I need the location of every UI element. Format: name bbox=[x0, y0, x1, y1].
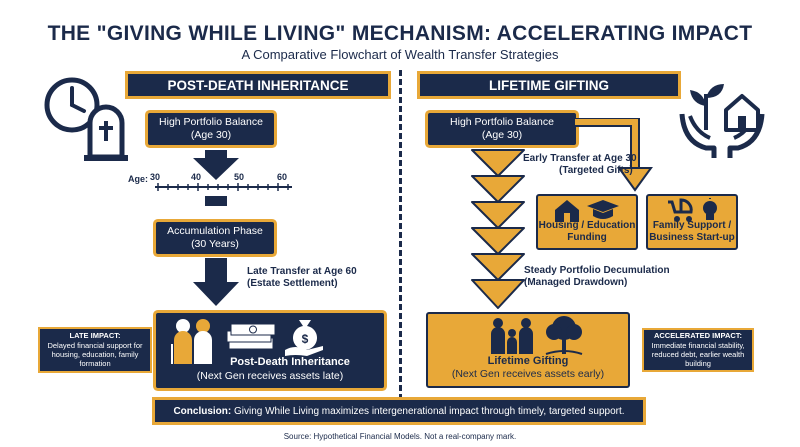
clock-icon bbox=[44, 77, 100, 133]
left-start-line2: (Age 30) bbox=[190, 129, 232, 141]
conclusion-text: Giving While Living maximizes intergener… bbox=[231, 405, 625, 417]
decum-line1: Steady Portfolio Decumulation bbox=[524, 265, 670, 276]
left-start-box: High Portfolio Balance (Age 30) bbox=[148, 113, 274, 145]
tombstone-icon bbox=[84, 104, 128, 161]
center-divider bbox=[399, 70, 402, 400]
stroller-icon bbox=[668, 198, 693, 222]
left-outcome-title: Post-Death Inheritance bbox=[230, 356, 350, 369]
early-transfer-line1: Early Transfer at Age 30 bbox=[523, 153, 637, 164]
left-arrow-2 bbox=[193, 258, 239, 306]
svg-text:$: $ bbox=[302, 332, 309, 346]
family-business-box: Family Support / Business Start-up bbox=[646, 194, 738, 250]
housing-education-box: Housing / Education Funding bbox=[536, 194, 638, 250]
late-impact-text: Delayed financial support for housing, e… bbox=[47, 340, 143, 369]
left-header: POST-DEATH INHERITANCE bbox=[128, 74, 388, 96]
source-note: Source: Hypothetical Financial Models. N… bbox=[283, 432, 517, 441]
tick-label-30: 30 bbox=[150, 172, 161, 182]
graduation-cap-icon bbox=[587, 200, 619, 219]
page-title: THE "GIVING WHILE LIVING" MECHANISM: ACC… bbox=[47, 22, 753, 45]
decumulation-label: Steady Portfolio Decumulation (Managed D… bbox=[524, 265, 670, 289]
age-label: Age: bbox=[128, 174, 148, 184]
conclusion-banner: Conclusion: Giving While Living maximize… bbox=[155, 400, 643, 422]
right-start-box: High Portfolio Balance (Age 30) bbox=[428, 113, 576, 145]
right-header: LIFETIME GIFTING bbox=[420, 74, 678, 96]
lightbulb-icon bbox=[703, 198, 717, 220]
early-transfer-line2: (Targeted Gifts) bbox=[559, 165, 633, 176]
late-impact-box: LATE IMPACT: Delayed financial support f… bbox=[38, 327, 152, 373]
accelerated-impact-box: ACCELERATED IMPACT: Immediate financial … bbox=[642, 328, 754, 372]
conclusion-label: Conclusion: bbox=[173, 405, 232, 417]
elderly-couple-icon bbox=[171, 319, 212, 364]
hands-house-plant-icon bbox=[679, 84, 765, 158]
house-icon bbox=[555, 200, 579, 222]
house-cap-icon-group bbox=[555, 200, 619, 222]
growth-tree-icon bbox=[545, 316, 583, 355]
accum-line2: (30 Years) bbox=[191, 238, 239, 250]
late-impact-title: LATE IMPACT: bbox=[69, 331, 121, 341]
left-arrow-1 bbox=[193, 150, 239, 180]
decumulation-arrows bbox=[471, 149, 525, 309]
gift1-line2: Funding bbox=[567, 232, 607, 243]
left-start-line1: High Portfolio Balance bbox=[159, 115, 263, 128]
right-start-line1: High Portfolio Balance bbox=[450, 115, 554, 128]
accum-line1: Accumulation Phase bbox=[167, 224, 263, 237]
late-transfer-line1: Late Transfer at Age 60 bbox=[247, 266, 357, 277]
late-transfer-label: Late Transfer at Age 60 (Estate Settleme… bbox=[247, 266, 357, 290]
page-subtitle: A Comparative Flowchart of Wealth Transf… bbox=[241, 47, 559, 62]
money-stack-icon bbox=[226, 323, 276, 350]
right-outcome-sub: (Next Gen receives assets early) bbox=[451, 368, 605, 381]
age-timeline bbox=[155, 183, 292, 191]
left-connector bbox=[205, 196, 227, 206]
late-transfer-line2: (Estate Settlement) bbox=[247, 278, 338, 289]
right-start-line2: (Age 30) bbox=[481, 129, 523, 141]
stroller-bulb-icon-group bbox=[668, 198, 717, 222]
tick-label-40: 40 bbox=[191, 172, 202, 182]
decum-line2: (Managed Drawdown) bbox=[524, 277, 628, 288]
tick-label-50: 50 bbox=[234, 172, 245, 182]
accelerated-impact-text: Immediate financial stability, reduced d… bbox=[651, 340, 745, 369]
gift2-line1: Family Support / bbox=[652, 220, 732, 231]
left-outcome-sub: (Next Gen receives assets late) bbox=[196, 369, 344, 382]
early-transfer-arrow bbox=[575, 118, 653, 192]
gift2-line2: Business Start-up bbox=[649, 232, 735, 243]
early-transfer-label: Early Transfer at Age 30 (Targeted Gifts… bbox=[523, 153, 637, 177]
clock-tombstone-icon-group bbox=[44, 77, 128, 161]
gift1-line1: Housing / Education bbox=[538, 220, 636, 231]
family-icon bbox=[491, 318, 533, 354]
accumulation-box: Accumulation Phase (30 Years) bbox=[156, 222, 274, 254]
money-bag-hand-icon: $ bbox=[285, 320, 323, 356]
right-outcome-title: Lifetime Gifting bbox=[487, 355, 569, 368]
accelerated-impact-title: ACCELERATED IMPACT: bbox=[653, 331, 743, 341]
tick-label-60: 60 bbox=[277, 172, 288, 182]
